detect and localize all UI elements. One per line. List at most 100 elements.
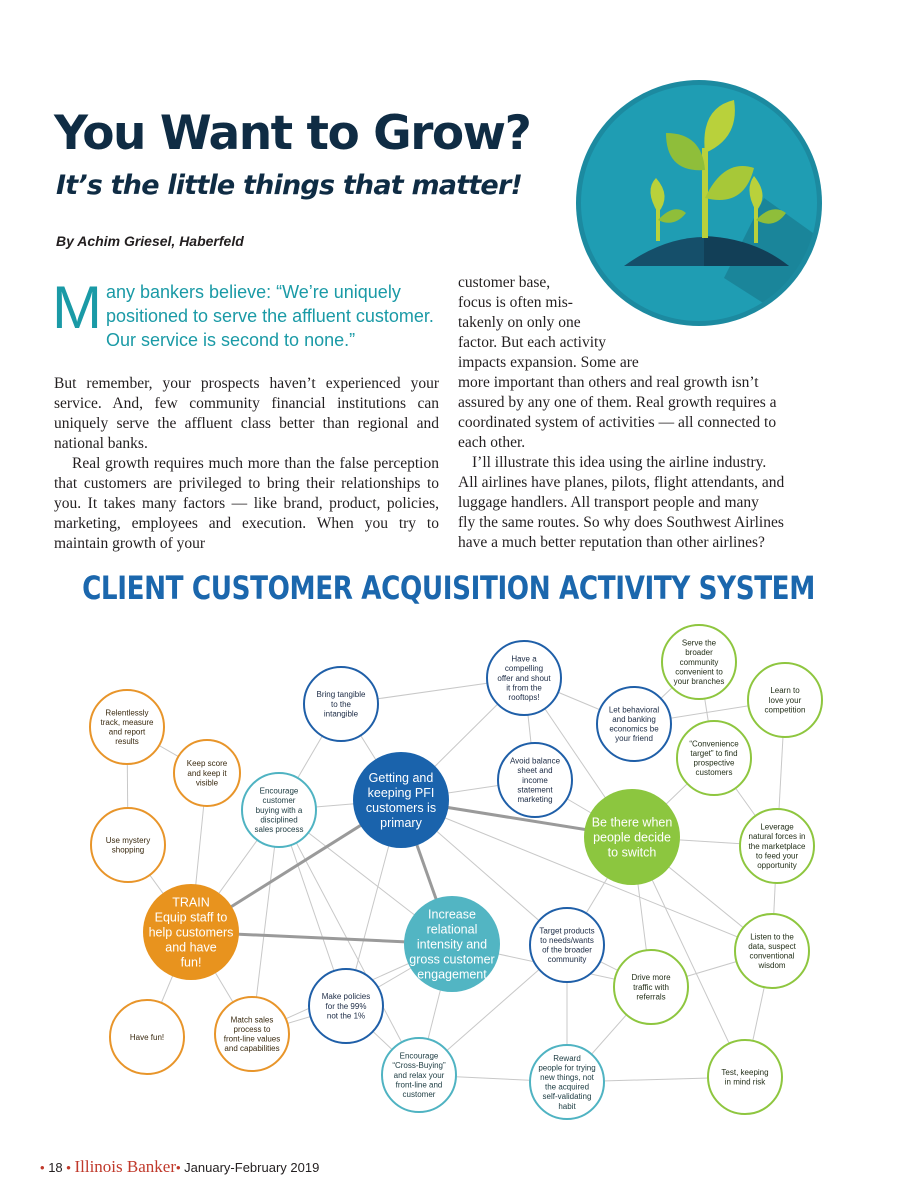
diagram-title: CLIENT CUSTOMER ACQUISITION ACTIVITY SYS… bbox=[82, 569, 815, 607]
node-label: help customers bbox=[149, 925, 234, 939]
node-label: and keep it bbox=[187, 769, 227, 778]
node-label: Drive more bbox=[631, 973, 671, 982]
node-label: visible bbox=[196, 778, 219, 787]
node-label: “Cross-Buying” bbox=[392, 1061, 446, 1070]
body-line: focus is often mis- bbox=[458, 294, 573, 311]
magazine-name: Illinois Banker bbox=[74, 1157, 176, 1176]
node-circle bbox=[486, 640, 562, 716]
node-label: opportunity bbox=[757, 861, 797, 870]
node-label: disciplined bbox=[260, 815, 297, 824]
node-label: sheet and bbox=[517, 766, 552, 775]
node-circle bbox=[241, 772, 317, 848]
body-line: factor. But each activity bbox=[458, 334, 607, 351]
page-number: 18 bbox=[48, 1160, 63, 1175]
node-circle bbox=[381, 1037, 457, 1113]
node-label: traffic with bbox=[633, 983, 669, 992]
body-paragraph: Real growth requires much more than the … bbox=[54, 455, 439, 552]
node-label: in mind risk bbox=[725, 1078, 766, 1087]
byline: By Achim Griesel, Haberfeld bbox=[56, 233, 244, 249]
node-label: statement bbox=[517, 785, 553, 794]
node-circle bbox=[497, 742, 573, 818]
sprout-illustration bbox=[576, 80, 822, 326]
node-label: Listen to the bbox=[750, 932, 794, 941]
node-circle bbox=[404, 896, 500, 992]
node-label: and have bbox=[165, 940, 216, 954]
node-label: of the broader bbox=[542, 946, 592, 955]
node-label: engagement bbox=[417, 967, 487, 981]
node-circle bbox=[661, 624, 737, 700]
node-circle bbox=[90, 807, 166, 883]
node-label: Test, keeping bbox=[721, 1068, 768, 1077]
node-label: to needs/wants bbox=[540, 936, 594, 945]
node-circle bbox=[613, 949, 689, 1025]
node-label: Avoid balance bbox=[510, 757, 561, 766]
node-label: broader bbox=[685, 648, 713, 657]
node-label: Encourage bbox=[260, 787, 299, 796]
node-label: primary bbox=[380, 816, 422, 830]
node-label: customers bbox=[696, 768, 733, 777]
node-label: and relax your bbox=[394, 1071, 445, 1080]
node-circle bbox=[529, 907, 605, 983]
connector-line bbox=[278, 809, 420, 1076]
node-label: wisdom bbox=[757, 961, 785, 970]
node-label: gross customer bbox=[409, 952, 494, 966]
page-footer: • 18 • Illinois Banker• January-February… bbox=[40, 1157, 320, 1176]
body-paragraph: But remember, your prospects haven’t exp… bbox=[54, 375, 439, 452]
body-line: more important than others and real grow… bbox=[458, 374, 759, 391]
node-label: intangible bbox=[324, 709, 359, 718]
node-label: love your bbox=[769, 696, 802, 705]
body-line: impacts expansion. Some are bbox=[458, 354, 639, 371]
issue-date: January-February 2019 bbox=[184, 1160, 320, 1175]
node-label: not the 1% bbox=[327, 1011, 365, 1020]
node-label: Equip staff to bbox=[155, 910, 228, 924]
node-circle bbox=[353, 752, 449, 848]
node-circle bbox=[303, 666, 379, 742]
node-circle bbox=[747, 662, 823, 738]
node-label: community bbox=[680, 658, 719, 667]
node-circle bbox=[109, 999, 185, 1075]
node-label: Increase bbox=[428, 907, 476, 921]
node-label: sales process bbox=[255, 825, 304, 834]
node-label: people for trying bbox=[538, 1063, 595, 1072]
node-label: compelling bbox=[505, 664, 543, 673]
node-label: income bbox=[522, 776, 548, 785]
node-label: front-line and bbox=[396, 1080, 443, 1089]
node-label: conventional bbox=[750, 952, 795, 961]
node-label: rooftops! bbox=[508, 693, 539, 702]
node-label: data, suspect bbox=[748, 942, 796, 951]
node-label: front-line values bbox=[224, 1035, 280, 1044]
node-label: your friend bbox=[615, 734, 653, 743]
node-label: buying with a bbox=[256, 806, 303, 815]
node-label: keeping PFI bbox=[368, 786, 435, 800]
node-label: and capabilities bbox=[224, 1044, 279, 1053]
node-circle bbox=[676, 720, 752, 796]
node-label: Use mystery bbox=[106, 836, 150, 845]
node-label: Match sales bbox=[231, 1015, 274, 1024]
node-label: Learn to bbox=[770, 686, 800, 695]
node-label: Have a bbox=[511, 655, 537, 664]
article-subtitle: It’s the little things that matter! bbox=[56, 170, 523, 201]
node-label: intensity and bbox=[417, 937, 487, 951]
body-column-left: But remember, your prospects haven’t exp… bbox=[54, 374, 439, 554]
node-label: Bring tangible bbox=[317, 690, 366, 699]
body-line: luggage handlers. All transport people a… bbox=[458, 494, 759, 511]
node-label: track, measure bbox=[101, 718, 154, 727]
node-label: TRAIN bbox=[172, 895, 210, 909]
node-label: “Convenience bbox=[689, 739, 739, 748]
body-line: coordinated system of activities — all c… bbox=[458, 414, 777, 431]
node-label: Keep score bbox=[187, 759, 228, 768]
